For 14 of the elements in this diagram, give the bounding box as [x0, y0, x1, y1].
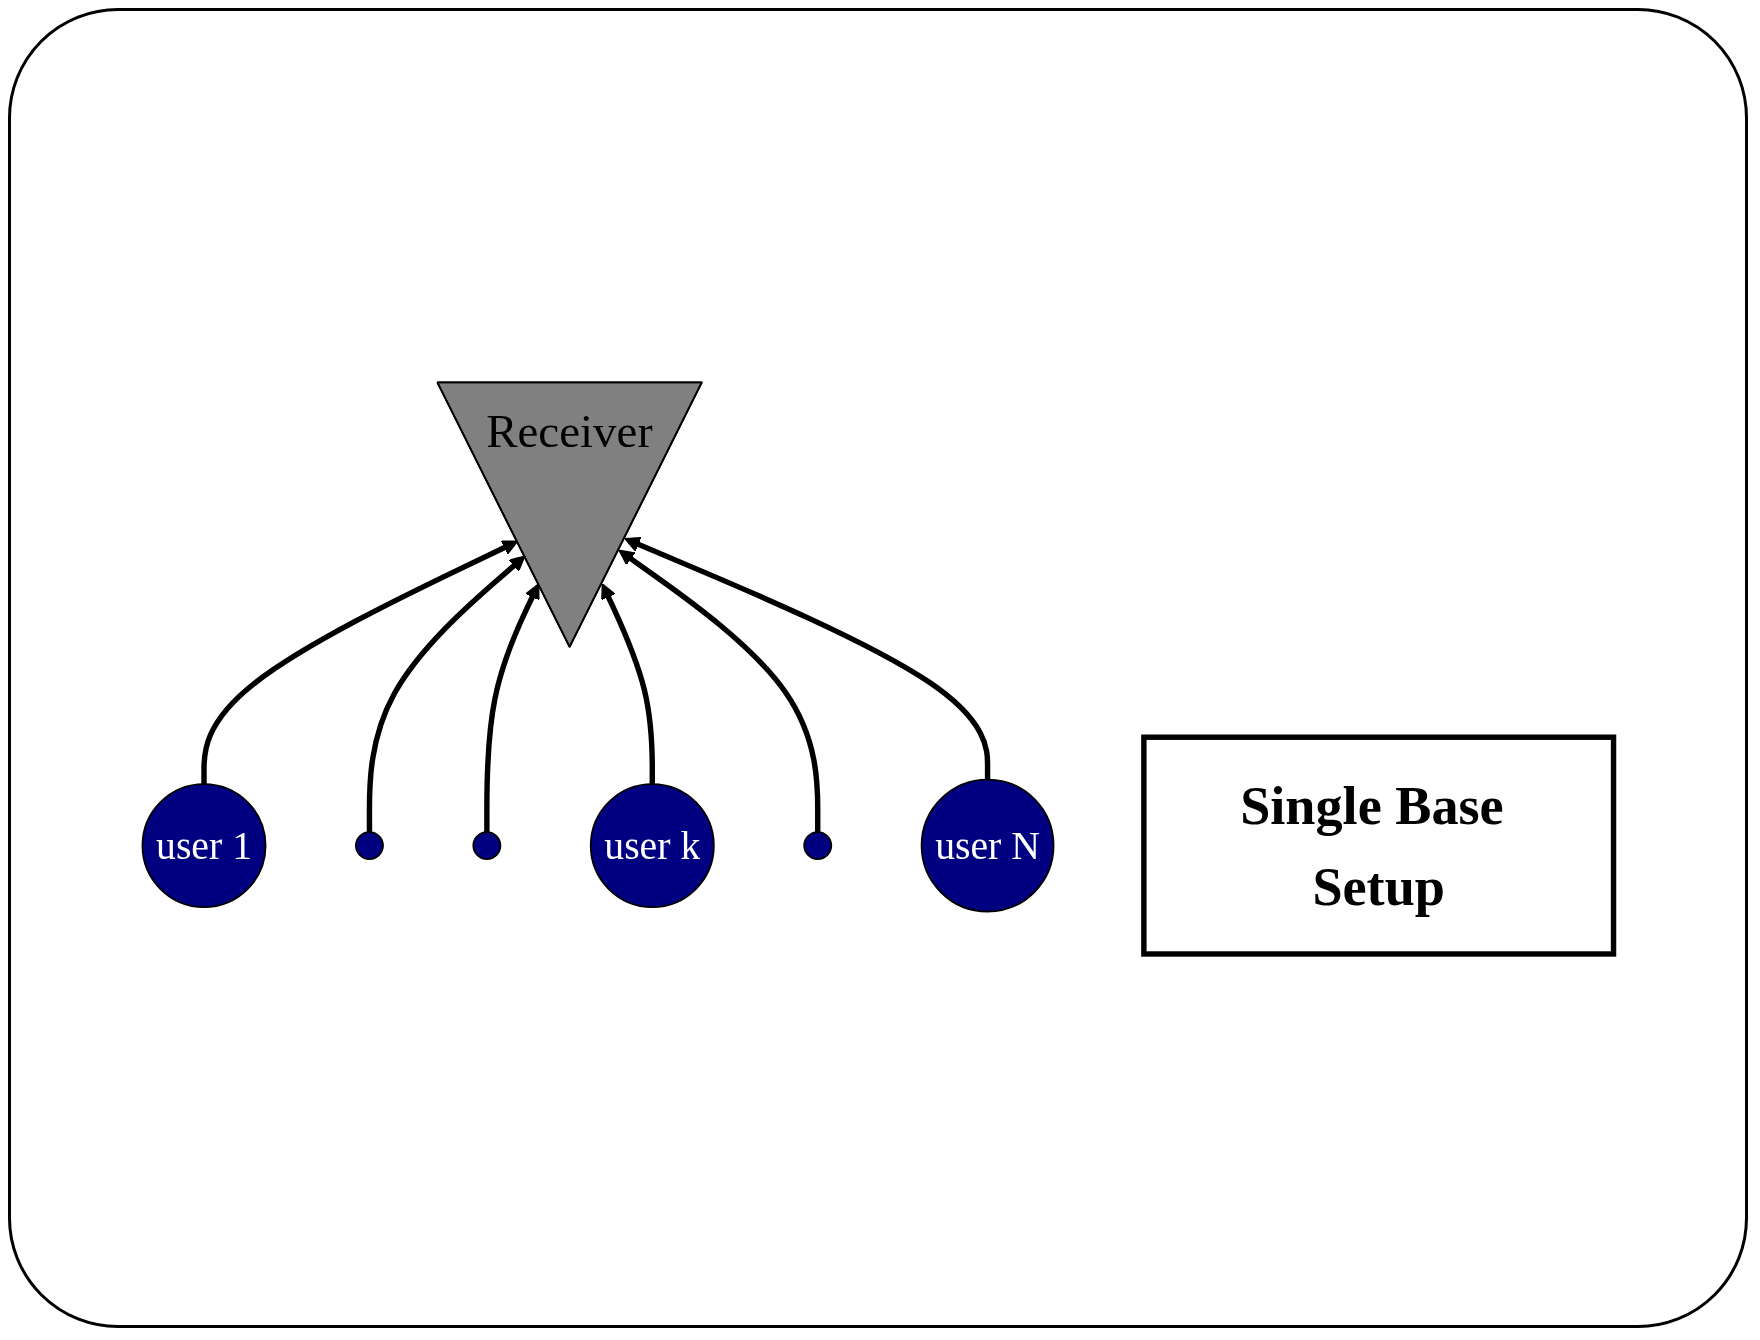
rounded-frame: Receiver user 1 user k user N Single Base Setup	[8, 8, 1748, 1328]
arrow	[601, 583, 655, 784]
node-circle	[355, 830, 384, 860]
arrow	[201, 540, 518, 784]
node-circle	[472, 830, 502, 860]
arrow	[484, 583, 540, 832]
node-circle	[920, 778, 1055, 913]
arrow	[618, 549, 821, 832]
node-circle	[141, 782, 267, 908]
arrow	[624, 536, 991, 780]
node-circle	[803, 830, 833, 860]
arrow	[366, 555, 526, 832]
node-box	[1141, 734, 1617, 957]
node-circle	[589, 782, 715, 908]
